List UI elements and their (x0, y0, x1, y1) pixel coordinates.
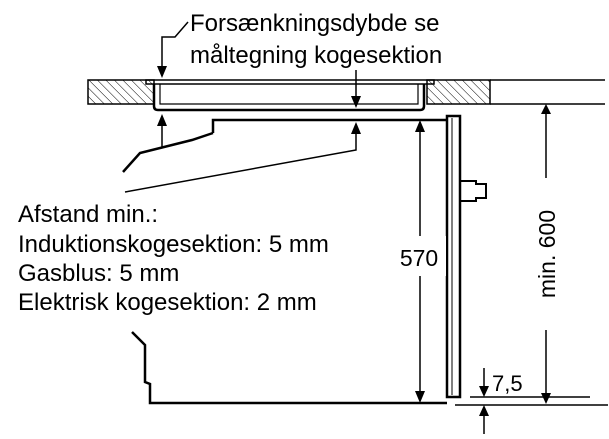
cabinet-height-label: min. 600 (534, 210, 560, 298)
oven-rear-bottom (131, 331, 447, 405)
inner-height-arrow-bottom (415, 391, 425, 403)
top-callout-arrowhead (157, 66, 167, 78)
oven-top-edge (211, 118, 447, 133)
min-distance-center-arrowhead (351, 122, 361, 134)
inner-height-label: 570 (400, 245, 438, 271)
cooktop-glass-plate (145, 79, 435, 85)
left-callout: Afstand min.: Induktionskogesektion: 5 m… (18, 201, 329, 316)
min-distance-leader-line (124, 134, 357, 193)
gap-arrow-bottom-head (479, 405, 489, 416)
left-callout-line-2: Induktionskogesektion: 5 mm (18, 231, 329, 258)
left-callout-line-1: Afstand min.: (18, 201, 158, 228)
top-callout: Forsænkningsdybde se måltegning kogesekt… (190, 10, 442, 69)
min-distance-left-arrowhead (157, 114, 167, 126)
countertop-right-section (426, 79, 491, 105)
cabinet-height-dimension: min. 600 (530, 104, 564, 404)
recess-depth-arrowhead (351, 96, 361, 108)
oven-knob (460, 180, 487, 202)
countertop-left-section (87, 79, 155, 105)
oven-front-panel (445, 114, 462, 399)
cooktop-tray (152, 84, 426, 112)
cooktop (145, 79, 435, 112)
top-callout-line-1: Forsænkningsdybde se (190, 10, 439, 37)
left-callout-line-3: Gasblus: 5 mm (18, 260, 179, 287)
countertop (87, 79, 605, 105)
cabinet-height-label-bg (530, 178, 564, 330)
gap-label: 7,5 (492, 371, 523, 396)
left-callout-line-4: Elektrisk kogesektion: 2 mm (18, 289, 317, 316)
inner-height-arrow-top (415, 120, 425, 132)
gap-dimension: 7,5 (455, 368, 608, 434)
cooktop-tray-inner (159, 84, 419, 105)
min-distance-marks (124, 114, 361, 193)
top-callout-leader-line (161, 21, 189, 68)
gap-arrow-top-head (479, 386, 489, 397)
cabinet-height-arrow-top (541, 104, 551, 114)
oven-rear-top (122, 131, 214, 173)
oven-unit (122, 114, 487, 405)
top-callout-leader (157, 21, 361, 108)
inner-height-dimension: 570 (392, 120, 446, 403)
cabinet-height-arrow-bottom (541, 393, 551, 404)
top-callout-line-2: måltegning kogesektion (190, 42, 442, 69)
inner-height-label-bg (392, 236, 446, 276)
